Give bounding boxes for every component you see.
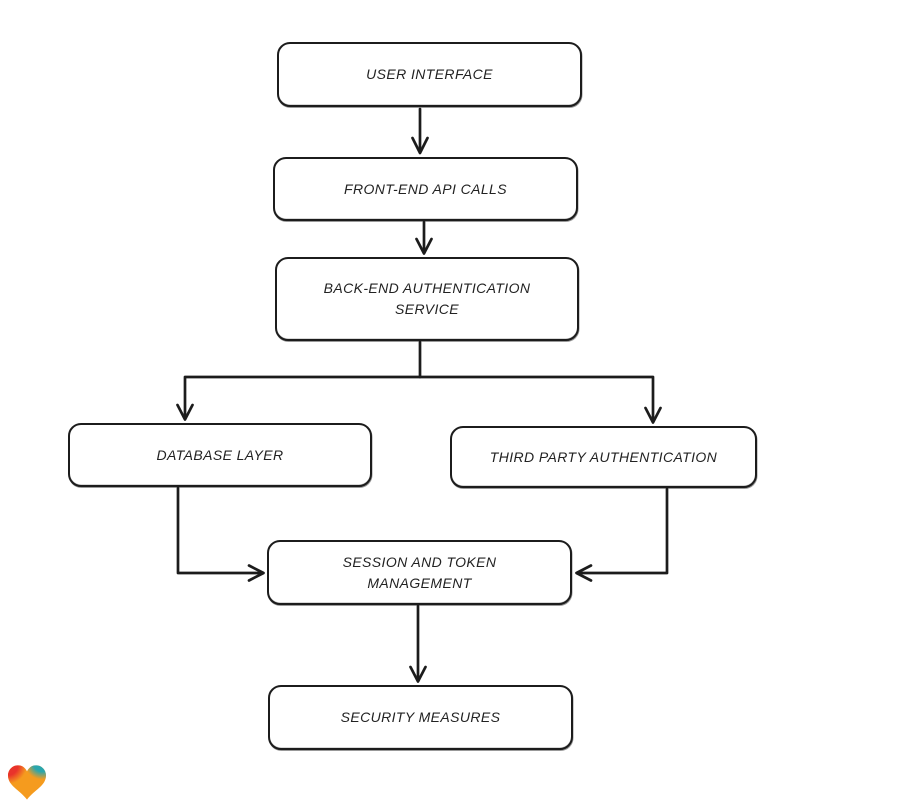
arrowhead-down-icon[interactable]: [644, 406, 662, 424]
node-user-interface[interactable]: USER INTERFACE: [277, 42, 582, 107]
arrow-front-end-api-calls-to-back-end[interactable]: [415, 220, 433, 255]
heart-shape: [8, 765, 46, 800]
arrowhead-down-icon[interactable]: [415, 237, 433, 255]
node-third-party-authentication[interactable]: THIRD PARTY AUTHENTICATION: [450, 426, 757, 488]
arrowhead-left-icon[interactable]: [575, 564, 593, 582]
node-front-end-api-calls[interactable]: FRONT-END API CALLS: [273, 157, 578, 221]
node-session-and-token-management[interactable]: SESSION AND TOKEN MANAGEMENT: [267, 540, 572, 605]
arrow-line[interactable]: [418, 375, 655, 422]
node-label: SESSION AND TOKEN MANAGEMENT: [342, 553, 497, 591]
arrowhead-down-icon[interactable]: [411, 136, 429, 155]
arrow-third-party-to-session-management[interactable]: [575, 487, 669, 582]
node-label: DATABASE LAYER: [156, 446, 284, 463]
node-label: BACK-END AUTHENTICATION SERVICE: [323, 280, 531, 317]
arrow-database-layer-to-session-management[interactable]: [176, 486, 265, 582]
node-label: SECURITY MEASURES: [340, 709, 501, 725]
node-database-layer[interactable]: DATABASE LAYER: [68, 423, 372, 487]
arrowhead-down-icon[interactable]: [176, 403, 194, 421]
arrow-user-interface-to-front-end-api-calls[interactable]: [411, 107, 429, 155]
node-label: THIRD PARTY AUTHENTICATION: [489, 448, 718, 465]
arrow-session-management-to-security-measures[interactable]: [409, 604, 427, 683]
node-label: USER INTERFACE: [366, 66, 493, 82]
arrow-line[interactable]: [578, 487, 669, 575]
arrowhead-down-icon[interactable]: [409, 665, 427, 683]
arrow-back-end-to-database-layer[interactable]: [176, 340, 422, 421]
arrowhead-right-icon[interactable]: [247, 564, 265, 582]
lovable-heart-logo[interactable]: [8, 764, 46, 802]
arrow-line[interactable]: [176, 486, 262, 575]
node-back-end-authentication-service[interactable]: BACK-END AUTHENTICATION SERVICE: [275, 257, 579, 341]
arrow-line[interactable]: [183, 340, 422, 419]
node-security-measures[interactable]: SECURITY MEASURES: [268, 685, 573, 750]
arrow-back-end-to-third-party-authentication[interactable]: [418, 375, 662, 424]
node-label: FRONT-END API CALLS: [344, 180, 507, 197]
